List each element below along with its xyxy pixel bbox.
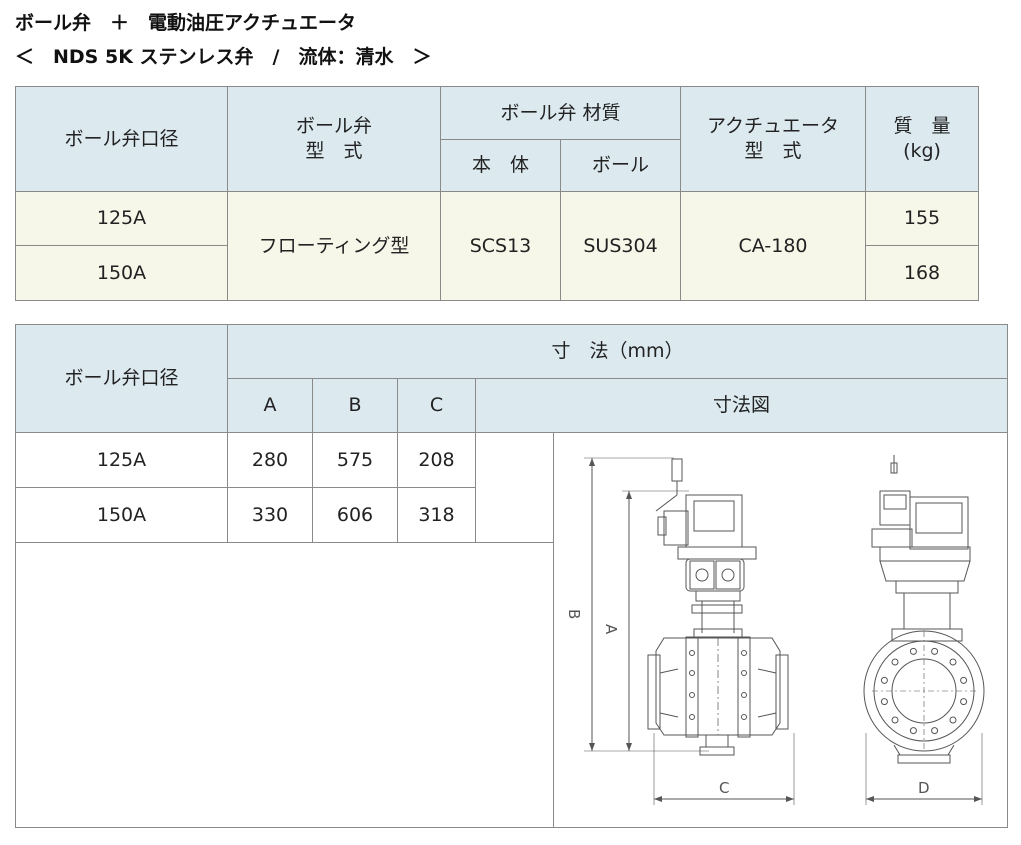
cell-body-material: SCS13 [440,191,561,301]
header-weight: 質 量 (kg) [865,86,980,192]
page-title-line1: ボール弁 ＋ 電動油圧アクチュエータ [15,12,357,34]
table-row: 150A 168 [15,245,980,301]
bolt-hole [880,698,888,706]
table-row: 150A 330 606 318 [15,487,1008,544]
bolt-hole [960,698,968,706]
cell-dim-c: 208 [397,431,476,489]
dimension-drawing-cell: B A [552,432,1009,828]
header-actuator-line1: アクチュエータ [706,115,840,138]
bolt-hole [880,676,888,684]
bolt-hole [931,727,939,735]
cell-dim-b: 575 [312,431,398,489]
cell-dim-c: 318 [397,487,476,544]
cell-bore: 150A [15,487,228,544]
page-title-line2: ＜ NDS 5K ステンレス弁 / 流体：清水 ＞ [15,46,432,68]
header-weight-line2: (kg) [903,140,941,162]
header-valve-type: ボール弁 型 式 [227,86,441,192]
header-material: ボール弁 材質 [439,86,682,140]
spec-table: ボール弁口径 ボール弁 型 式 ボール弁 材質 アクチュエータ 型 式 質 量 … [15,86,980,301]
valve-dimension-drawing: B A [565,455,985,805]
cell-blank [475,431,554,488]
header-ball: ボール [559,139,682,192]
bolt-hole [931,647,939,655]
bolt-hole [949,658,957,666]
dim-label-d: D [918,779,930,797]
header-dimensions: 寸 法（mm） [226,324,1009,379]
header-dim-b: B [312,378,398,433]
header-actuator: アクチュエータ 型 式 [680,86,867,192]
cell-actuator-type: CA-180 [680,191,867,301]
cell-bore: 150A [15,245,228,301]
cell-blank [475,487,554,544]
cell-weight: 168 [865,245,980,301]
header-body: 本 体 [440,139,561,192]
cell-valve-type: フローティング型 [227,191,441,301]
bolt-hole [909,647,917,655]
header-weight-line1: 質 量 [893,115,951,138]
dim-label-a: A [602,624,620,635]
cell-bore: 125A [15,431,228,489]
cell-dim-b: 606 [312,487,398,544]
bolt-hole [891,716,899,724]
header-valve-type-line1: ボール弁 [295,115,372,138]
header-dim-c: C [397,378,476,433]
header-dim-a: A [227,378,313,433]
dim-label-b: B [565,609,583,619]
header-drawing: 寸法図 [474,378,1009,433]
header-bore: ボール弁口径 [15,324,228,433]
header-bore: ボール弁口径 [15,86,228,192]
empty-area [15,542,554,828]
header-valve-type-line2: 型 式 [305,140,363,162]
table-row: 125A 280 575 208 B A [15,431,1009,828]
bolt-hole [909,727,917,735]
cell-bore: 125A [15,191,228,246]
table-row: 125A フローティング型 SCS13 SUS304 CA-180 155 [15,191,980,301]
cell-ball-material: SUS304 [559,191,682,301]
bolt-hole [960,676,968,684]
cell-weight: 155 [865,191,980,246]
bolt-hole [949,716,957,724]
flange-bolts [880,647,968,735]
dim-label-c: C [719,779,729,797]
dimension-table: ボール弁口径 寸 法（mm） A B C 寸法図 125A 280 575 20… [15,324,1009,828]
cell-dim-a: 330 [227,487,313,544]
cell-dim-a: 280 [227,431,313,489]
bolt-hole [891,658,899,666]
header-actuator-line2: 型 式 [744,140,802,162]
